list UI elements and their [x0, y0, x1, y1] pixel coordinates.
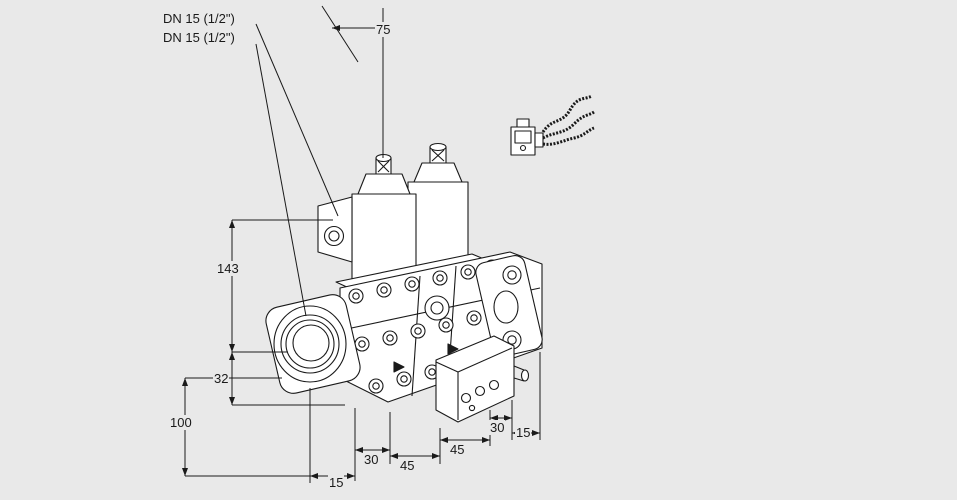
leader-dn-bottom [255, 43, 307, 317]
dim-label-143: 143 [216, 261, 240, 276]
dim-label-100: 100 [169, 415, 193, 430]
dim-label-45-right: 45 [449, 442, 466, 457]
connector-wires [541, 94, 595, 146]
cable-connector [510, 94, 595, 156]
dim-label-32: 32 [213, 371, 230, 386]
dim-label-15-right: 15 [515, 425, 532, 440]
dim-label-30-left: 30 [363, 452, 380, 467]
outlet-flange [475, 255, 543, 357]
dim-label-15-bottom: 15 [328, 475, 345, 490]
label-dn-bottom: DN 15 (1/2") [162, 30, 236, 45]
inlet-flange [265, 294, 361, 394]
mounting-bracket [317, 196, 353, 263]
dimension-lines [182, 5, 541, 483]
pressure-switch-block [435, 335, 530, 423]
dim-label-30-right: 30 [489, 420, 506, 435]
leader-dn-top [255, 23, 339, 217]
label-dn-top: DN 15 (1/2") [162, 11, 236, 26]
dim-label-45-left: 45 [399, 458, 416, 473]
dim-label-75: 75 [375, 22, 392, 37]
solenoid-coil-right [407, 142, 469, 275]
